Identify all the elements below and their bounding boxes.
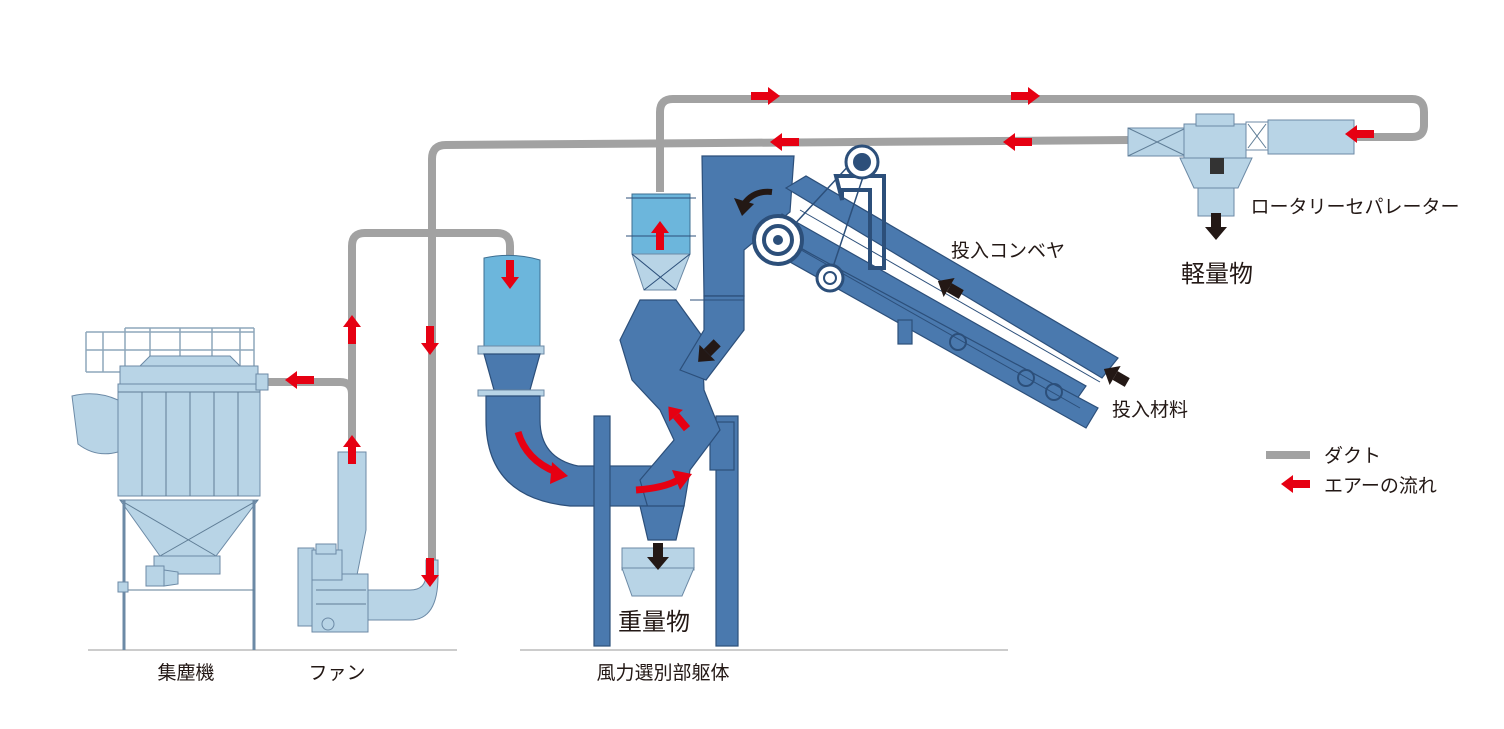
rotary-separator — [1127, 113, 1355, 217]
duct-network — [266, 95, 1428, 585]
label-input-material: 投入材料 — [1112, 399, 1188, 421]
legend-air-flow-label: エアーの流れ — [1324, 475, 1437, 497]
label-fan: ファン — [308, 662, 365, 684]
legend-duct-label: ダクト — [1324, 445, 1381, 467]
material-arrows — [647, 188, 1227, 570]
air-flow-arrows — [285, 87, 1374, 587]
dust-collector — [71, 327, 269, 650]
input-conveyor — [752, 144, 1119, 429]
fan — [297, 451, 439, 633]
label-rotary-separator: ロータリーセパレーター — [1250, 196, 1459, 218]
label-light: 軽量物 — [1181, 260, 1253, 288]
separator-body — [477, 155, 795, 647]
label-dust-collector: 集塵機 — [157, 662, 214, 684]
label-heavy: 重量物 — [618, 608, 690, 636]
label-separator-body: 風力選別部躯体 — [596, 662, 729, 684]
label-conveyor: 投入コンベヤ — [951, 240, 1065, 262]
